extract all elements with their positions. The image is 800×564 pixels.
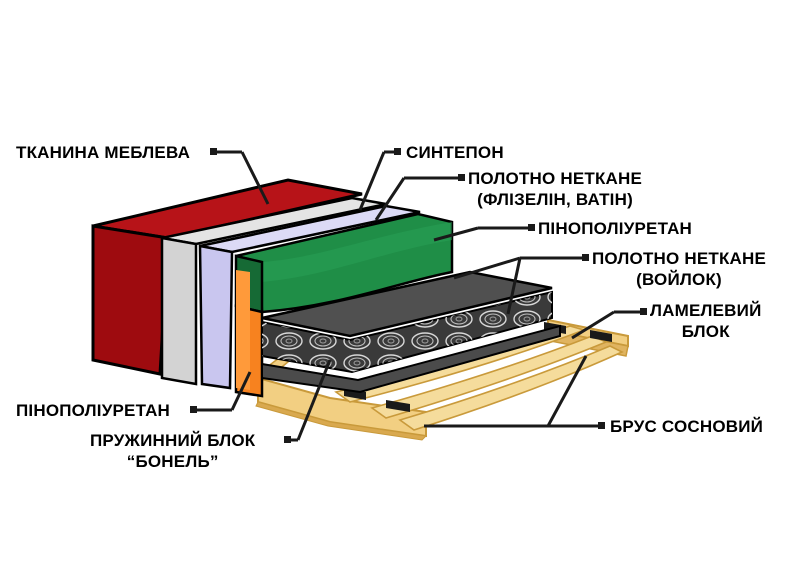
label-foam-side: ПІНОПОЛІУРЕТАН bbox=[16, 401, 171, 420]
label-nonwoven-line1: ПОЛОТНО НЕТКАНЕ bbox=[468, 169, 643, 188]
label-felt-line1: ПОЛОТНО НЕТКАНЕ bbox=[592, 249, 767, 268]
label-felt: ПОЛОТНО НЕТКАНЕ (ВОЙЛОК) bbox=[592, 248, 766, 290]
label-fabric: ТКАНИНА МЕБЛЕВА bbox=[16, 143, 191, 162]
label-pine-beam: БРУС СОСНОВИЙ bbox=[610, 417, 764, 436]
label-foam-top: ПІНОПОЛІУРЕТАН bbox=[538, 219, 693, 238]
lamella-slat bbox=[370, 335, 609, 419]
sintepon-layer bbox=[160, 196, 387, 386]
felt-bottom-sheet bbox=[261, 324, 561, 394]
label-spring-line1: ПРУЖИННИЙ БЛОК bbox=[90, 431, 256, 450]
label-spring-line2: “БОНЕЛЬ” bbox=[126, 452, 219, 471]
label-spring-block: ПРУЖИННИЙ БЛОК “БОНЕЛЬ” bbox=[90, 430, 255, 472]
wood-beam-front bbox=[255, 376, 428, 441]
label-nonwoven-line2: (ФЛІЗЕЛІН, ВАТІН) bbox=[477, 190, 633, 209]
foam-side-layer bbox=[234, 270, 264, 398]
label-sintepon: СИНТЕПОН bbox=[406, 143, 504, 162]
slat-holder bbox=[386, 400, 410, 412]
label-lamella: ЛАМЕЛЕВИЙ БЛОК bbox=[650, 300, 762, 342]
felt-top-sheet bbox=[261, 270, 553, 338]
fabric-layer bbox=[91, 178, 363, 376]
label-nonwoven: ПОЛОТНО НЕТКАНЕ (ФЛІЗЕЛІН, ВАТІН) bbox=[468, 168, 642, 210]
leader-lines bbox=[190, 148, 647, 443]
lamella-slat bbox=[398, 345, 624, 431]
nonwoven-layer bbox=[198, 204, 421, 390]
slat-holder bbox=[590, 330, 612, 342]
label-felt-line2: (ВОЙЛОК) bbox=[636, 270, 722, 289]
label-lamella-line2: БЛОК bbox=[681, 322, 730, 341]
label-lamella-line1: ЛАМЕЛЕВИЙ bbox=[650, 301, 762, 320]
spring-block bbox=[261, 290, 553, 374]
